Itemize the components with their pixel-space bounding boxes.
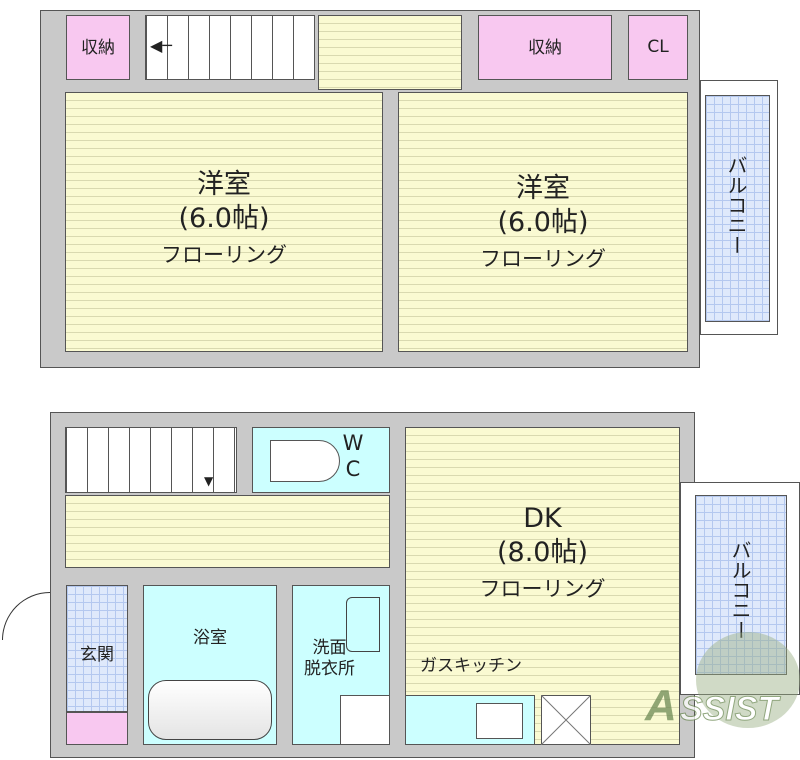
assist-logo-watermark: A SSIST: [644, 632, 800, 730]
dk-size: (8.0帖): [496, 536, 588, 568]
washroom-label: 洗面 脱衣所: [292, 638, 367, 681]
bathtub-icon: [148, 680, 272, 740]
dk-floor: フローリング: [479, 576, 606, 601]
storage-left: [66, 15, 130, 80]
gas-stove-icon: [476, 703, 523, 739]
entrance-door[interactable]: [2, 592, 50, 640]
washing-machine-icon: [340, 695, 390, 745]
lower-balcony: [695, 495, 787, 675]
dk-name: DK: [523, 503, 562, 534]
bathroom-label: 浴室: [193, 628, 227, 648]
entrance: [66, 585, 128, 712]
wc-label: W C: [338, 430, 368, 483]
closet-label: CL: [647, 37, 669, 57]
shoe-storage: [66, 712, 128, 745]
dk-labels: DK (8.0帖) フローリング: [405, 502, 680, 602]
closet: [628, 15, 688, 80]
lower-stairs: [65, 427, 237, 493]
sink-icon: [346, 597, 380, 652]
kitchen-label: ガスキッチン: [420, 656, 522, 676]
fridge-space-icon: [541, 695, 591, 745]
upper-hall: [318, 15, 462, 90]
room-right-labels: 洋室 (6.0帖) フローリング: [398, 172, 688, 272]
stairs-arrow-icon: ◀─: [150, 36, 172, 55]
upper-balcony-label: バルコニー: [724, 155, 748, 255]
room-western-left: [65, 92, 383, 352]
toilet-icon: [270, 440, 340, 482]
svg-text:A: A: [644, 681, 677, 730]
room-right-name: 洋室: [516, 173, 570, 204]
lower-balcony-label: バルコニー: [728, 540, 752, 640]
storage-left-label: 収納: [81, 38, 115, 58]
stairs-down-arrow-icon: ▼: [204, 474, 214, 488]
room-left-size: (6.0帖): [178, 202, 270, 234]
room-right-floor: フローリング: [480, 246, 606, 271]
room-left-floor: フローリング: [161, 242, 287, 267]
room-western-right: [398, 92, 688, 352]
upper-balcony: [705, 95, 770, 322]
room-left-name: 洋室: [197, 169, 251, 200]
wc-label-c: C: [345, 457, 361, 482]
room-right-size: (6.0帖): [497, 206, 589, 238]
upper-stairs: [145, 15, 315, 80]
svg-text:SSIST: SSIST: [680, 690, 781, 728]
lower-corridor: [65, 495, 390, 568]
storage-right-label: 収納: [528, 38, 562, 58]
washroom-label-2: 脱衣所: [304, 659, 355, 680]
storage-right: [478, 15, 612, 80]
dining-kitchen: [405, 427, 680, 745]
wc-label-w: W: [342, 431, 364, 455]
entrance-label: 玄関: [80, 645, 114, 665]
room-left-labels: 洋室 (6.0帖) フローリング: [65, 168, 383, 268]
washroom-label-1: 洗面: [312, 638, 347, 658]
